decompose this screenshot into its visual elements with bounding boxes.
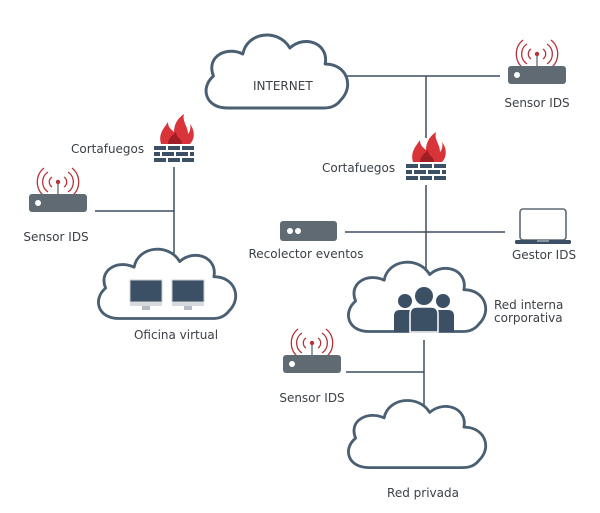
wireless-sensor-icon: [28, 167, 88, 213]
ids-manager-label: Gestor IDS: [511, 248, 577, 262]
sensor-left-label: Sensor IDS: [23, 230, 89, 244]
corporate-network-label-line2: corporativa: [494, 311, 563, 325]
sensor-bottom-label: Sensor IDS: [279, 391, 345, 405]
computer-icon: [171, 279, 205, 310]
laptop-icon: [515, 208, 571, 244]
event-collector-label: Recolector eventos: [248, 247, 364, 261]
firewall-right-label: Cortafuegos: [322, 161, 396, 175]
virtual-office-cloud-icon: [97, 247, 238, 320]
server-icon: [280, 221, 337, 241]
firewall-icon: [406, 132, 446, 180]
users-icon: [394, 287, 454, 333]
wireless-sensor-icon: [282, 328, 342, 374]
corporate-network-label-line1: Red interna: [494, 298, 564, 312]
sensor-top-label: Sensor IDS: [504, 96, 570, 110]
firewall-icon: [154, 114, 194, 162]
firewall-left-label: Cortafuegos: [71, 142, 145, 156]
internet-cloud-icon: [204, 33, 350, 110]
connection-lines: [95, 75, 505, 405]
wireless-sensor-icon: [507, 39, 567, 85]
internet-label: INTERNET: [253, 79, 313, 93]
virtual-office-label: Oficina virtual: [133, 328, 219, 342]
private-network-label: Red privada: [387, 486, 459, 500]
computer-icon: [129, 279, 163, 310]
private-network-cloud-icon: [347, 399, 488, 470]
